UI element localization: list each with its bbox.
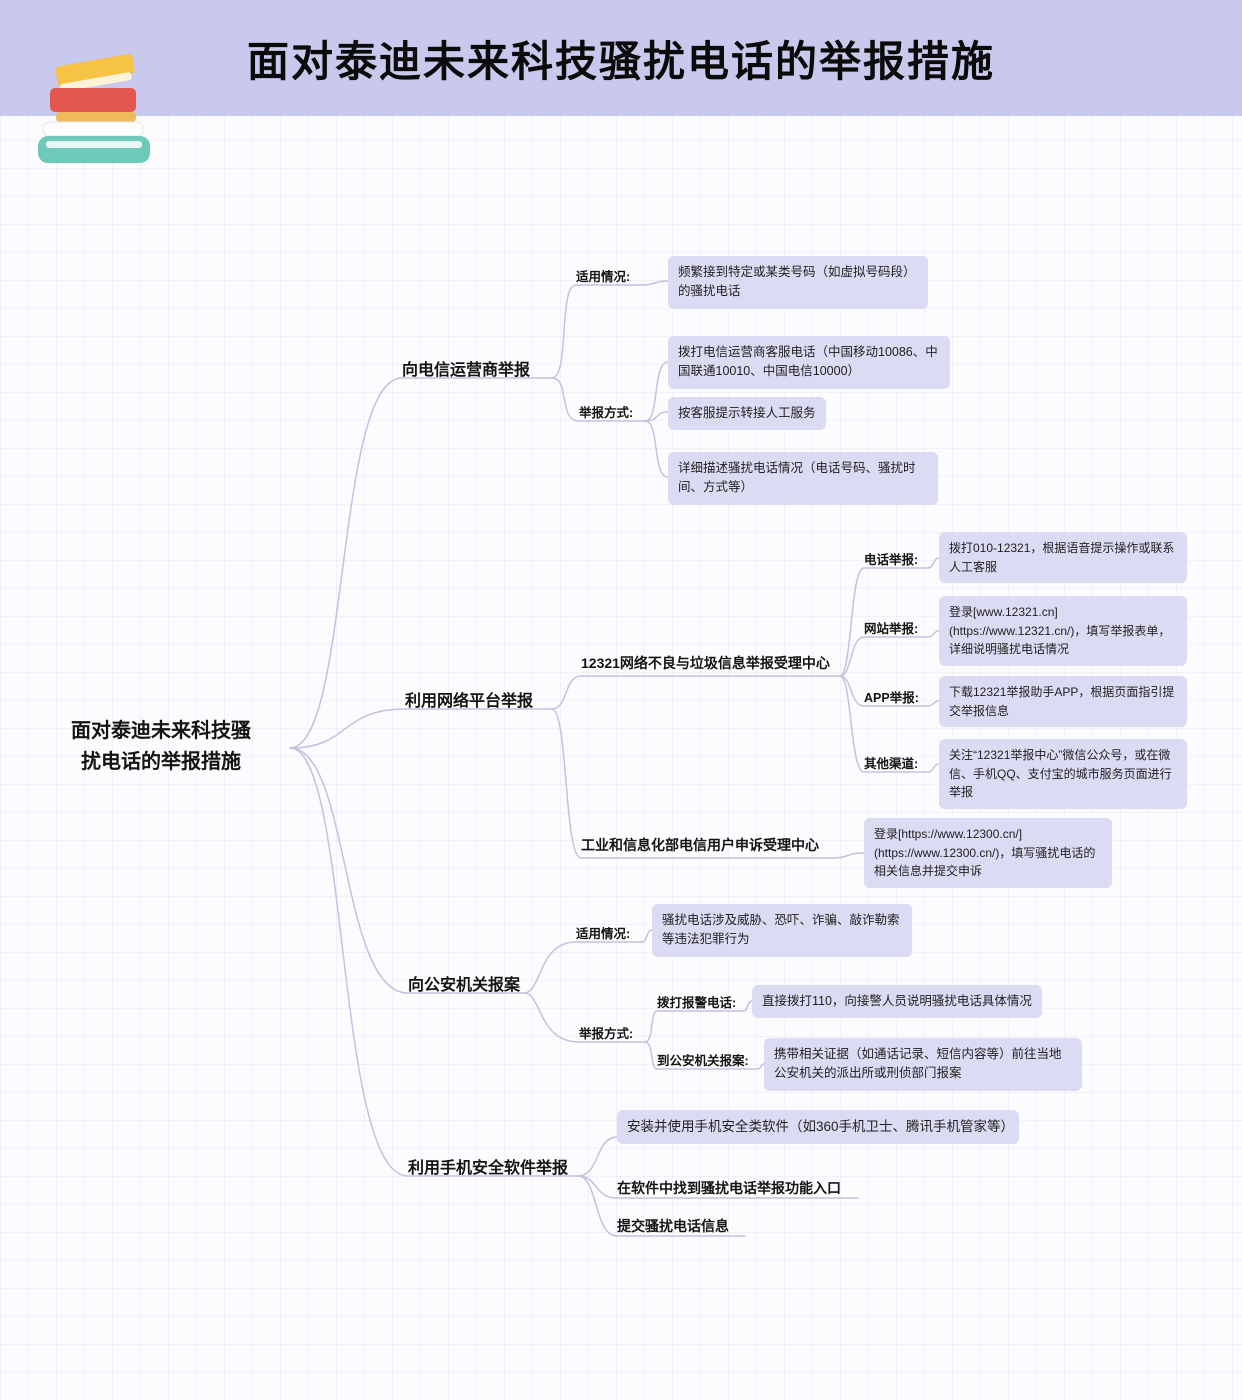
visit-station-box: 携带相关证据（如通话记录、短信内容等）前往当地公安机关的派出所或刑侦部门报案 — [764, 1038, 1082, 1091]
find-entry-step: 在软件中找到骚扰电话举报功能入口 — [617, 1180, 841, 1196]
submit-info-step: 提交骚扰电话信息 — [617, 1218, 729, 1234]
telecom-method-label: 举报方式: — [579, 406, 634, 420]
header-banner: 面对泰迪未来科技骚扰电话的举报措施 — [0, 0, 1242, 116]
telecom-method-box-agent: 按客服提示转接人工服务 — [668, 397, 826, 431]
telecom-applicable-box: 频繁接到特定或某类号码（如虚拟号码段）的骚扰电话 — [668, 256, 928, 309]
website-report-box: 登录[www.12321.cn] (https://www.12321.cn/)… — [939, 596, 1187, 666]
install-software-box: 安装并使用手机安全类软件（如360手机卫士、腾讯手机管家等） — [617, 1110, 1019, 1145]
miit-center-label: 工业和信息化部电信用户申诉受理中心 — [581, 837, 819, 853]
other-channels-label: 其他渠道: — [864, 757, 919, 771]
branch-online-platform: 利用网络平台举报 — [405, 693, 534, 710]
root-node: 面对泰迪未来科技骚扰电话的举报措施 — [71, 720, 251, 773]
app-report-label: APP举报: — [864, 691, 919, 705]
branch-security-software: 利用手机安全软件举报 — [408, 1160, 569, 1177]
branch-police: 向公安机关报案 — [408, 977, 521, 994]
police-method-label: 举报方式: — [579, 1027, 634, 1041]
telecom-method-box-call: 拨打电信运营商客服电话（中国移动10086、中国联通10010、中国电信1000… — [668, 336, 950, 389]
call-110-label: 拨打报警电话: — [657, 996, 737, 1010]
police-applicable-label: 适用情况: — [576, 927, 631, 941]
police-applicable-box: 骚扰电话涉及威胁、恐吓、诈骗、敲诈勒索等违法犯罪行为 — [652, 904, 912, 957]
other-channels-box: 关注“12321举报中心”微信公众号，或在微信、手机QQ、支付宝的城市服务页面进… — [939, 739, 1187, 809]
miit-center-box: 登录[https://www.12300.cn/] (https://www.1… — [864, 818, 1112, 888]
phone-report-box: 拨打010-12321，根据语音提示操作或联系人工客服 — [939, 532, 1187, 584]
books-icon — [30, 52, 158, 189]
app-report-box: 下载12321举报助手APP，根据页面指引提交举报信息 — [939, 676, 1187, 728]
call-110-box: 直接拨打110，向接警人员说明骚扰电话具体情况 — [752, 985, 1042, 1019]
phone-report-label: 电话举报: — [864, 553, 919, 567]
visit-station-label: 到公安机关报案: — [657, 1054, 749, 1068]
website-report-label: 网站举报: — [864, 622, 919, 636]
page-title: 面对泰迪未来科技骚扰电话的举报措施 — [246, 37, 995, 85]
center-12321-label: 12321网络不良与垃圾信息举报受理中心 — [581, 655, 830, 671]
telecom-applicable-label: 适用情况: — [576, 270, 631, 284]
telecom-method-box-describe: 详细描述骚扰电话情况（电话号码、骚扰时间、方式等） — [668, 452, 938, 505]
branch-telecom: 向电信运营商举报 — [402, 362, 531, 379]
